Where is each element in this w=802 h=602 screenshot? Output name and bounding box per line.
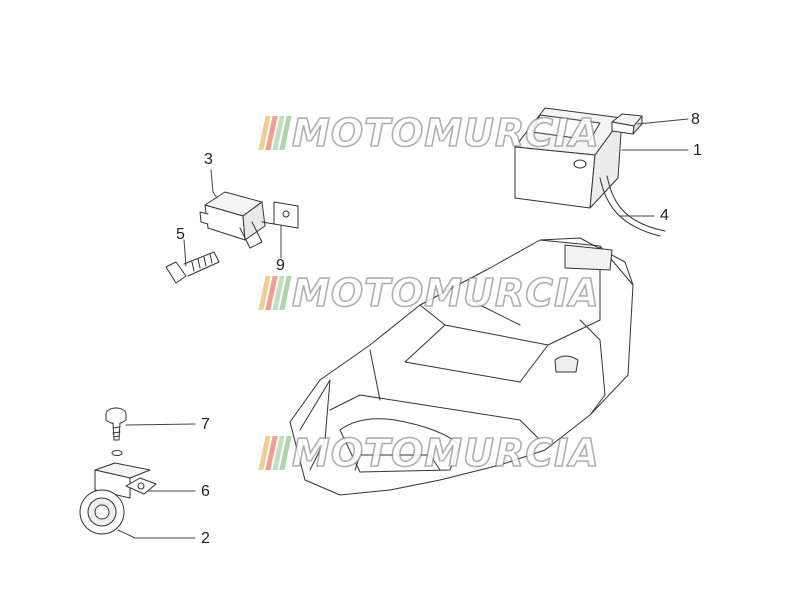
callout-1: 1: [693, 142, 702, 159]
leader-lines: [117, 118, 689, 539]
watermark-top: MOTOMURCIA: [258, 111, 600, 155]
callout-8: 8: [691, 111, 700, 128]
watermark-bottom: MOTOMURCIA: [258, 431, 600, 475]
horn: [79, 462, 151, 535]
callout-6: 6: [201, 483, 210, 500]
helmet-compartment: [289, 237, 634, 496]
washer: [111, 450, 123, 456]
watermark-middle: MOTOMURCIA: [258, 271, 600, 315]
callout-5: 5: [176, 226, 185, 243]
watermark-text: MOTOMURCIA: [291, 431, 600, 475]
callout-9: 9: [276, 257, 285, 274]
callout-4: 4: [660, 207, 669, 224]
callout-7: 7: [201, 416, 210, 433]
clip-nut: [125, 477, 157, 495]
watermark-stripes: [258, 276, 292, 310]
battery: [514, 107, 623, 209]
screw: [105, 407, 127, 441]
relay: [199, 191, 266, 249]
watermark-stripes: [258, 116, 292, 150]
relay-bracket: [261, 201, 299, 229]
callout-2: 2: [201, 530, 210, 547]
bolt: [165, 251, 220, 284]
watermark-text: MOTOMURCIA: [291, 111, 600, 155]
vent-hose: [599, 175, 666, 237]
watermark-text: MOTOMURCIA: [291, 271, 600, 315]
callout-3: 3: [204, 151, 213, 168]
watermark-stripes: [258, 436, 292, 470]
